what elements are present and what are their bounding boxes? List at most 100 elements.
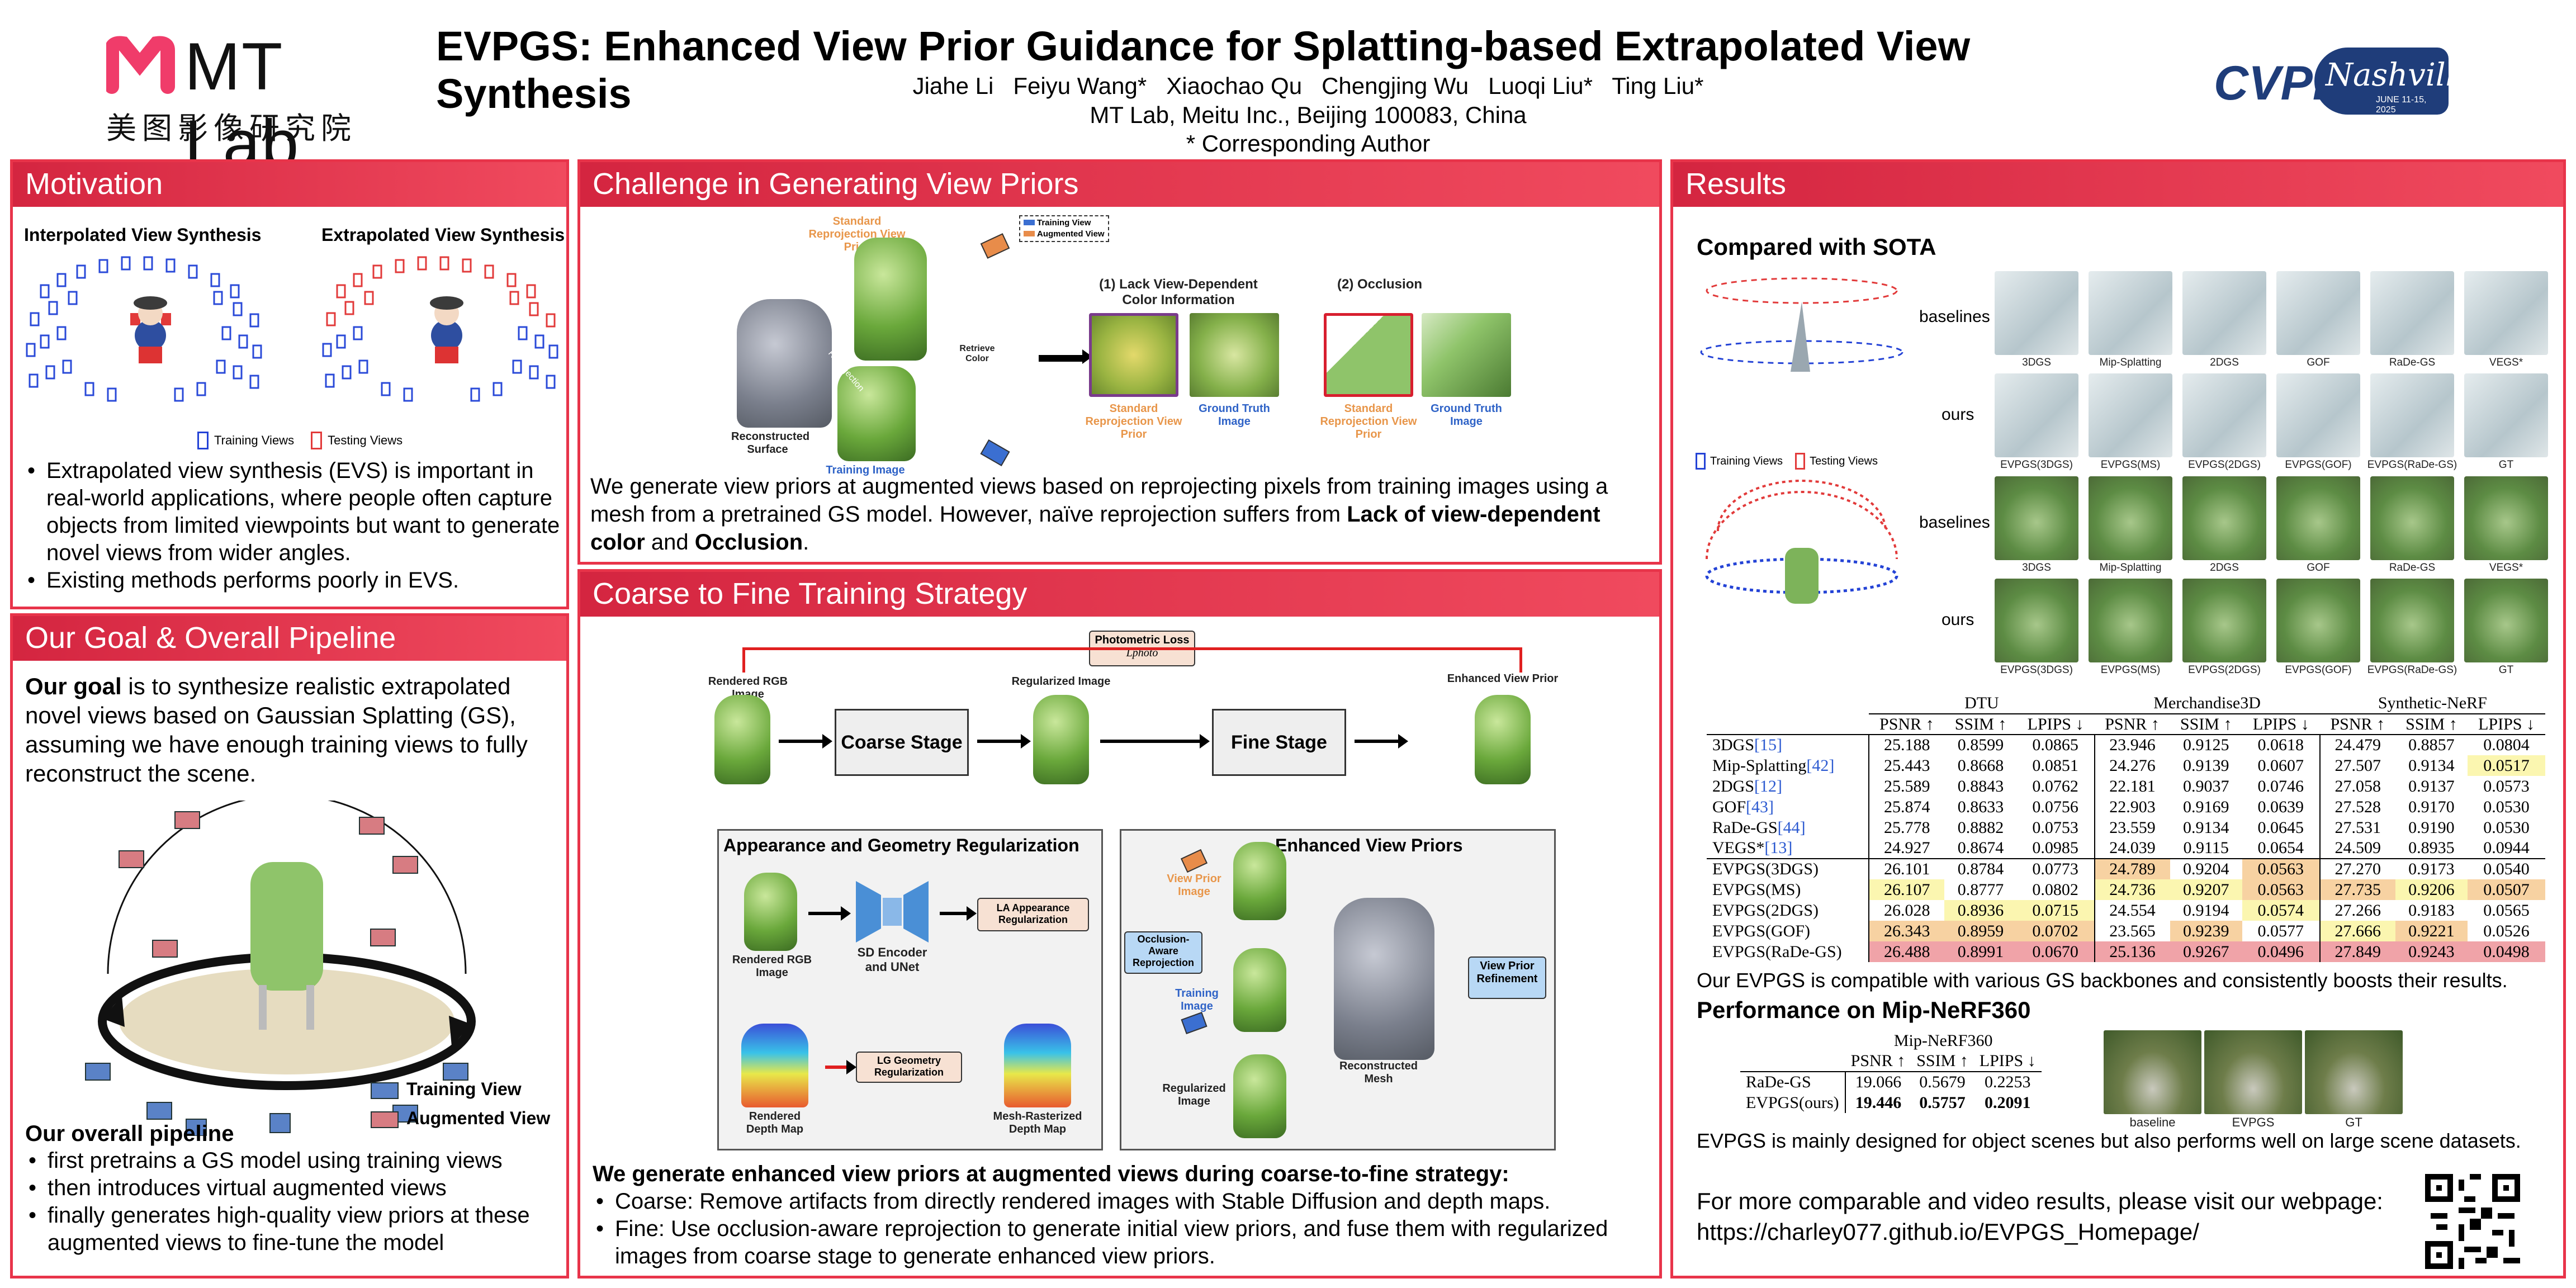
training-legend-icon — [1696, 453, 1706, 470]
fine-stage-box: Fine Stage — [1212, 709, 1346, 776]
table-cell: 0.0530 — [2483, 797, 2530, 816]
view-prior-camera-icon — [1180, 849, 1208, 873]
mip-group-header: Mip-NeRF360 — [1893, 1031, 1993, 1050]
motivation-panel: Motivation Interpolated View Synthesis E… — [10, 159, 569, 609]
table-method-name: 2DGS — [1712, 776, 1755, 795]
geo-reg-box: LG Geometry Regularization — [856, 1052, 962, 1083]
table-cell: 0.9243 — [2395, 941, 2468, 962]
table-method-name: EVPGS(2DGS) — [1712, 901, 1819, 920]
mt-lab-logo: MT Lab 美图影像研究院 — [105, 28, 397, 181]
result-thumbnail-label: EVPGS(MS) — [2100, 459, 2161, 471]
result-thumbnail-label: EVPGS(3DGS) — [2000, 459, 2073, 471]
table-cell: 25.443 — [1868, 755, 1945, 776]
row2-baselines-label: baselines — [1919, 513, 1990, 532]
table-group-header: Synthetic-NeRF — [2319, 693, 2545, 714]
qr-code[interactable] — [2425, 1174, 2520, 1269]
table-cell: 24.789 — [2094, 859, 2170, 879]
result-thumbnail — [1995, 271, 2078, 355]
table-cell: 0.0851 — [2032, 756, 2078, 775]
result-thumbnail — [2089, 373, 2172, 457]
result-thumbnail — [2089, 579, 2172, 662]
table-metric-header: PSNR ↑ — [2330, 714, 2385, 733]
table-cell: 0.0762 — [2032, 776, 2078, 795]
mip-method: RaDe-GS — [1746, 1073, 1811, 1091]
results-title: Results — [1673, 162, 2563, 207]
table-cell: 0.8857 — [2408, 736, 2455, 754]
table-cell: 25.778 — [1868, 817, 1945, 838]
table-method-ref: [12] — [1754, 776, 1782, 795]
goal-panel: Our Goal & Overall Pipeline Our goal is … — [10, 613, 569, 1278]
challenge-desc-e: . — [803, 530, 809, 555]
table-cell: 0.0944 — [2483, 839, 2530, 857]
refine-box: View Prior Refinement — [1468, 956, 1546, 999]
motivation-bullets: Extrapolated view synthesis (EVS) is imp… — [24, 457, 561, 594]
challenge-legend-train-label: Training View — [1037, 218, 1091, 228]
issue2-gt-image — [1422, 313, 1511, 397]
coarse-bullet-1: Coarse: Remove artifacts from directly r… — [593, 1188, 1655, 1215]
result-thumbnail — [2182, 271, 2266, 355]
goal-text: is to synthesize realistic extrapolated … — [25, 673, 528, 787]
table-cell: 0.9183 — [2408, 901, 2455, 920]
table-method-name: EVPGS(MS) — [1712, 880, 1801, 899]
appgeo-title: Appearance and Geometry Regularization — [723, 835, 1079, 855]
result-thumbnail-label: GOF — [2307, 357, 2330, 368]
arrow-from-fine — [1355, 734, 1408, 749]
result-thumbnail-label: VEGS* — [2489, 357, 2523, 368]
table-cell: 27.266 — [2319, 900, 2395, 921]
table-cell: 24.509 — [2319, 838, 2395, 859]
results-legend-train: Training Views — [1710, 454, 1783, 467]
table-cell: 27.058 — [2319, 776, 2395, 797]
motivation-bullet-2: Existing methods performs poorly in EVS. — [24, 567, 561, 594]
result-thumbnail-label: GOF — [2307, 562, 2330, 574]
mt-logo-mark — [105, 34, 218, 95]
table-method-name: EVPGS(RaDe-GS) — [1712, 942, 1842, 961]
scene1-legend: Training Views Testing Views — [1696, 453, 1878, 470]
table-cell: 0.8674 — [1957, 839, 2004, 857]
challenge-arrow — [1039, 349, 1092, 364]
mip-cell: 0.2253 — [1984, 1073, 2031, 1091]
result-thumbnail — [1995, 476, 2078, 560]
appgeo-rgb-label: Rendered RGB Image — [732, 954, 812, 979]
table-cell: 0.0540 — [2483, 860, 2530, 878]
table-cell: 0.8959 — [1944, 921, 2017, 941]
motivation-legend: Training Views Testing Views — [197, 432, 402, 449]
table-method-name: GOF — [1712, 797, 1746, 816]
table-cell: 0.9239 — [2170, 921, 2242, 941]
mip-cell: 19.446 — [1844, 1092, 1911, 1113]
table-method: EVPGS(MS) — [1707, 879, 1869, 900]
goal-title: Our Goal & Overall Pipeline — [13, 616, 566, 661]
row1-baselines-label: baselines — [1919, 307, 1990, 326]
result-thumbnail-label: EVPGS(RaDe-GS) — [2367, 459, 2457, 471]
table-cell: 0.8633 — [1957, 797, 2004, 816]
row2-ours-label: ours — [1942, 610, 1974, 629]
table-cell: 0.0526 — [2483, 921, 2530, 940]
table-cell: 27.666 — [2319, 921, 2395, 941]
recon-mesh-image — [1334, 898, 1434, 1060]
poster-title: EVPGS: Enhanced View Prior Guidance for … — [436, 23, 1971, 117]
table-cell: 0.0574 — [2242, 900, 2320, 921]
extrap-label: Extrapolated View Synthesis — [321, 225, 565, 245]
pipeline-step-2: then introduces virtual augmented views — [25, 1175, 562, 1202]
table-cell: 24.039 — [2094, 838, 2170, 859]
testing-legend-icon — [311, 432, 323, 449]
table-cell: 24.927 — [1868, 838, 1945, 859]
goal-legend: Training View Augmented View — [371, 1074, 550, 1133]
table-cell: 23.565 — [2094, 921, 2170, 941]
training-label: Training Image — [1175, 987, 1219, 1012]
result-thumbnail — [2464, 271, 2548, 355]
more-text: For more comparable and video results, p… — [1697, 1188, 2383, 1214]
table-method-ref: [44] — [1777, 818, 1806, 837]
table-cell: 0.9221 — [2395, 921, 2468, 941]
challenge-title: Challenge in Generating View Priors — [580, 162, 1659, 207]
sota-scene1-figure — [1696, 274, 1908, 386]
challenge-desc-b: Lack of view-dependent color — [590, 502, 1600, 555]
result-thumbnail — [2276, 373, 2360, 457]
table-cell: 26.107 — [1868, 879, 1945, 900]
mip-cell: 0.5679 — [1919, 1073, 1966, 1091]
project-url[interactable]: https://charley077.github.io/EVPGS_Homep… — [1697, 1219, 2199, 1245]
result-thumbnail-label: Mip-Splatting — [2099, 562, 2162, 574]
